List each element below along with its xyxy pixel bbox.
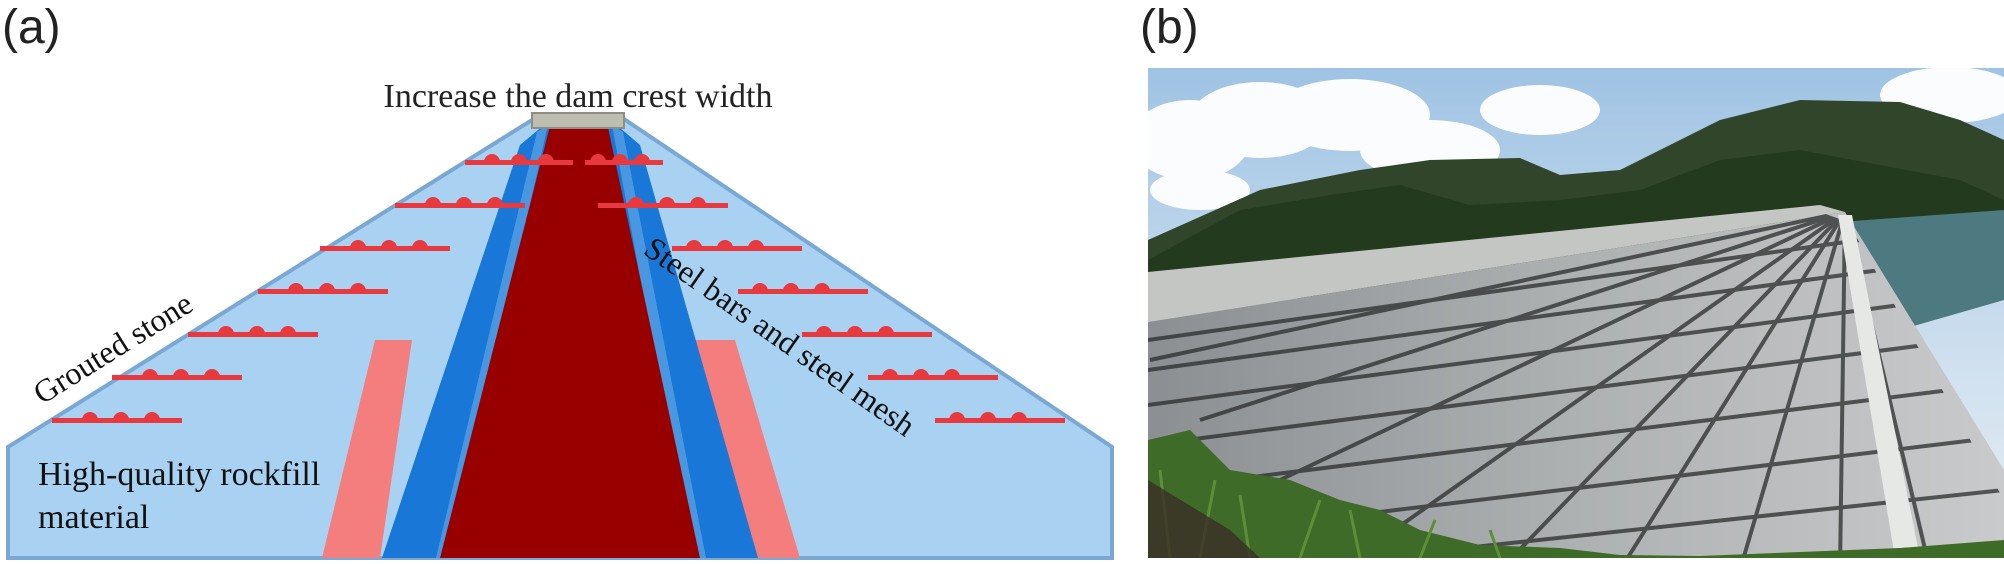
reinforcement-row (598, 197, 728, 208)
reinforcement-row (258, 283, 388, 294)
dam-cross-section: Increase the dam crest width Grouted sto… (6, 78, 1114, 560)
reinforcement-row (738, 283, 868, 294)
reinforcement-row (585, 154, 663, 165)
reinforcement-row (188, 326, 318, 337)
photo-reservoir (1840, 210, 2004, 330)
reinforcement-row (112, 369, 242, 380)
photo-crest-strip (1838, 215, 1920, 558)
body-label-line2: material (38, 499, 149, 536)
right-slope-reinforcement (585, 154, 1065, 423)
crest-label: Increase the dam crest width (384, 78, 773, 115)
reinforcement-row (868, 369, 998, 380)
filter-layer-right (605, 115, 758, 558)
filter-layer-left (382, 115, 556, 558)
reinforcement-row (395, 197, 525, 208)
reinforcement-row (465, 154, 573, 165)
photo-parapet-wall (1148, 205, 1845, 322)
panel-b-label: (b) (1140, 1, 1199, 54)
reinforcement-row (672, 240, 802, 251)
dam-crest-block (531, 112, 625, 129)
reinforcement-row (802, 326, 932, 337)
photo-slope-grid (1148, 212, 2004, 558)
dam-photograph (1148, 68, 2004, 558)
photo-foreground-branch (1148, 480, 1260, 558)
reinforcement-row (52, 412, 182, 423)
transition-zone-left (322, 340, 412, 558)
left-slope-reinforcement (52, 154, 573, 423)
filter-inner-left (436, 125, 548, 558)
clay-core (440, 118, 700, 558)
photo-vegetation (1148, 430, 2004, 558)
panel-a-label: (a) (2, 1, 61, 54)
filter-inner-right (612, 125, 706, 558)
reinforcement-row (320, 240, 450, 251)
reinforcement-row (935, 412, 1065, 423)
body-label-line1: High-quality rockfill (38, 456, 320, 493)
